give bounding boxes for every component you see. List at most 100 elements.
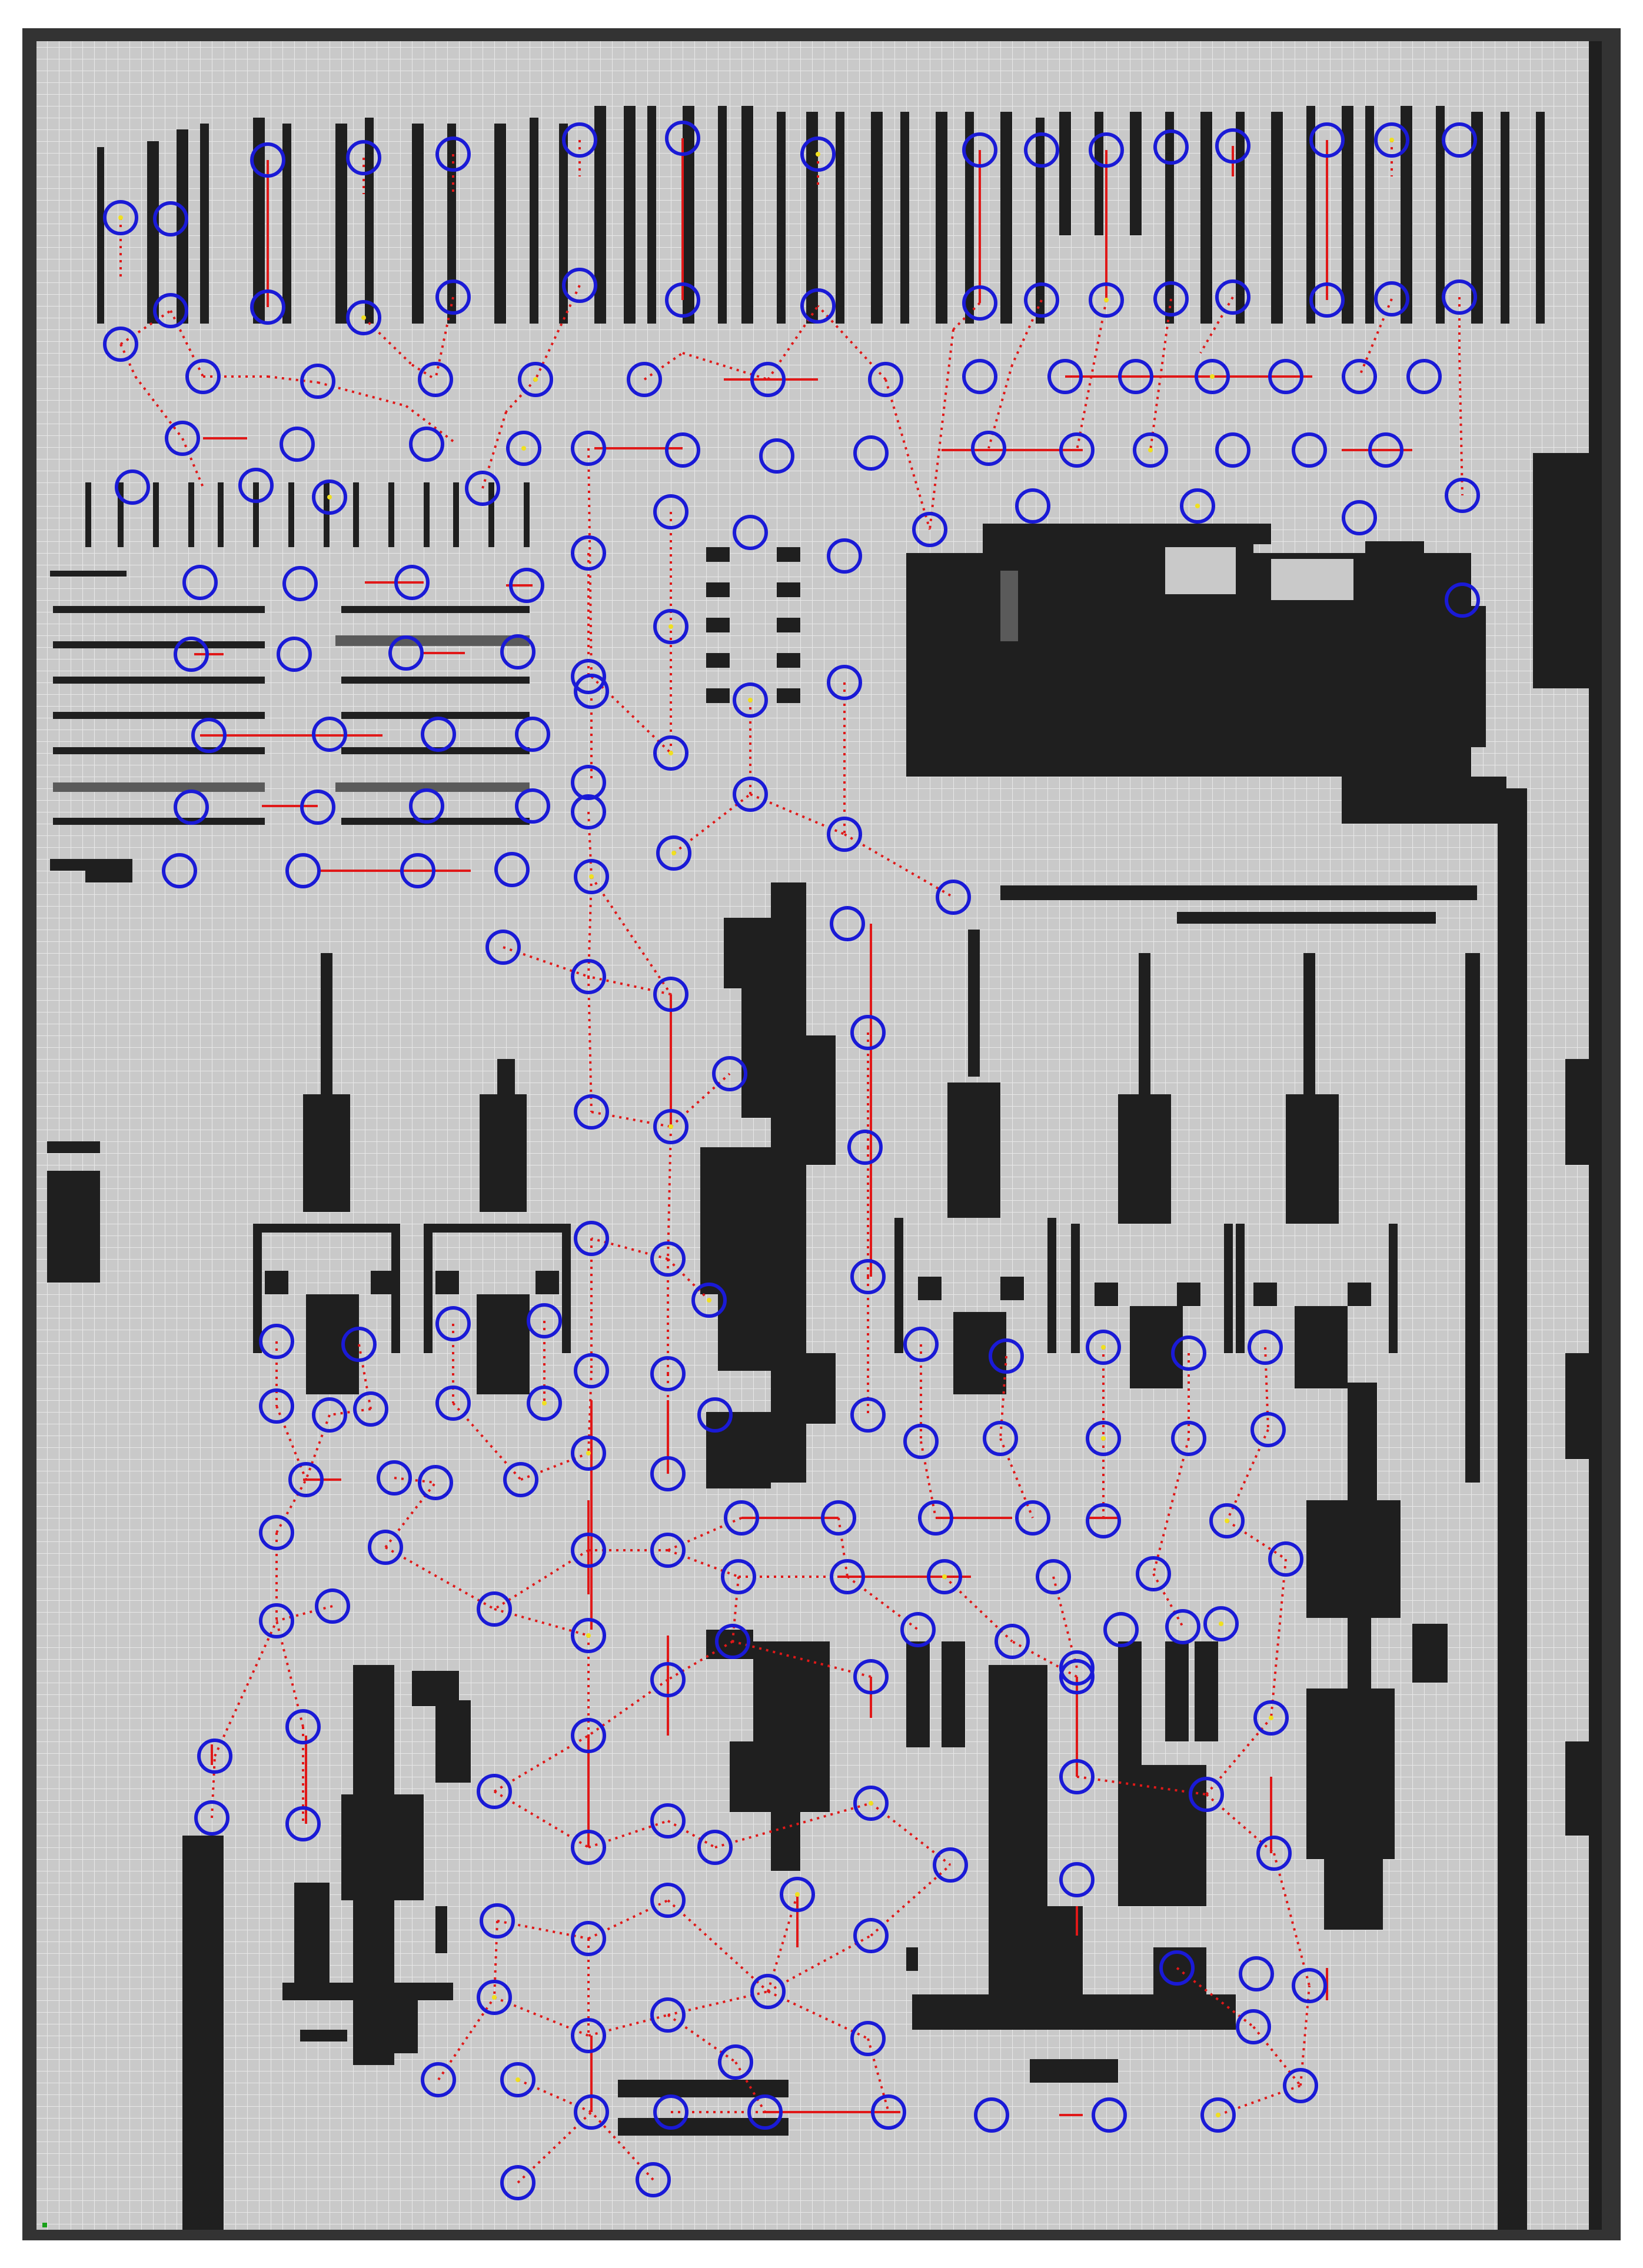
roadmap-node[interactable]	[962, 359, 997, 394]
roadmap-node[interactable]	[571, 1921, 606, 1956]
roadmap-node[interactable]	[718, 2044, 753, 2080]
roadmap-node[interactable]	[250, 289, 285, 325]
roadmap-node[interactable]	[847, 1130, 883, 1165]
roadmap-node[interactable]	[1089, 282, 1124, 318]
roadmap-node[interactable]	[1180, 488, 1215, 524]
roadmap-node[interactable]	[1195, 359, 1230, 394]
roadmap-node[interactable]	[103, 200, 138, 235]
roadmap-node[interactable]	[1215, 128, 1250, 164]
roadmap-node[interactable]	[238, 468, 274, 503]
roadmap-node[interactable]	[918, 1500, 953, 1536]
roadmap-node[interactable]	[571, 959, 606, 994]
roadmap-node[interactable]	[1118, 359, 1153, 394]
roadmap-node[interactable]	[1153, 129, 1189, 165]
roadmap-node[interactable]	[1268, 359, 1303, 394]
roadmap-node[interactable]	[494, 852, 530, 887]
roadmap-node[interactable]	[1024, 132, 1059, 168]
roadmap-node[interactable]	[1153, 281, 1189, 317]
roadmap-node[interactable]	[341, 1327, 377, 1362]
roadmap-node[interactable]	[830, 1559, 865, 1594]
roadmap-node[interactable]	[733, 682, 768, 718]
roadmap-node[interactable]	[418, 1465, 453, 1500]
roadmap-node[interactable]	[627, 362, 662, 397]
roadmap-node[interactable]	[312, 717, 347, 752]
roadmap-node[interactable]	[650, 1803, 686, 1839]
roadmap-node[interactable]	[665, 121, 700, 156]
roadmap-node[interactable]	[1292, 432, 1327, 468]
roadmap-node[interactable]	[827, 538, 862, 574]
roadmap-node[interactable]	[477, 1591, 512, 1627]
roadmap-node[interactable]	[721, 1559, 756, 1594]
roadmap-node[interactable]	[353, 1391, 388, 1427]
roadmap-node[interactable]	[280, 427, 315, 462]
roadmap-node[interactable]	[1200, 2097, 1236, 2133]
roadmap-node[interactable]	[574, 1094, 609, 1130]
roadmap-node[interactable]	[418, 362, 453, 397]
roadmap-node[interactable]	[653, 1109, 689, 1144]
roadmap-node[interactable]	[1171, 1336, 1206, 1371]
roadmap-node[interactable]	[1059, 1862, 1095, 1897]
roadmap-node[interactable]	[850, 1259, 886, 1294]
roadmap-node[interactable]	[1445, 478, 1480, 513]
roadmap-node[interactable]	[697, 1397, 733, 1433]
roadmap-node[interactable]	[368, 1530, 403, 1565]
roadmap-node[interactable]	[759, 438, 794, 474]
roadmap-node[interactable]	[346, 140, 381, 175]
roadmap-node[interactable]	[653, 494, 689, 529]
roadmap-node[interactable]	[853, 1918, 889, 1953]
roadmap-node[interactable]	[974, 2097, 1009, 2133]
roadmap-node[interactable]	[153, 201, 188, 237]
roadmap-node[interactable]	[400, 853, 435, 888]
roadmap-node[interactable]	[191, 718, 227, 753]
roadmap-node[interactable]	[1406, 359, 1442, 394]
roadmap-node[interactable]	[850, 1397, 886, 1433]
roadmap-node[interactable]	[1059, 432, 1095, 468]
roadmap-node[interactable]	[821, 1500, 856, 1536]
roadmap-node[interactable]	[850, 1015, 886, 1050]
roadmap-node[interactable]	[1089, 132, 1124, 168]
roadmap-node[interactable]	[750, 1974, 786, 2009]
roadmap-node[interactable]	[827, 817, 862, 852]
roadmap-node[interactable]	[933, 1847, 968, 1883]
roadmap-node[interactable]	[574, 2094, 609, 2130]
roadmap-node[interactable]	[962, 285, 997, 321]
roadmap-node[interactable]	[153, 293, 188, 328]
roadmap-node[interactable]	[435, 279, 471, 315]
roadmap-node[interactable]	[1256, 1836, 1292, 1871]
roadmap-node[interactable]	[500, 2062, 536, 2097]
roadmap-node[interactable]	[300, 364, 335, 399]
roadmap-node[interactable]	[1015, 488, 1050, 524]
roadmap-node[interactable]	[747, 2094, 783, 2130]
roadmap-node[interactable]	[285, 853, 321, 888]
roadmap-node[interactable]	[780, 1877, 815, 1912]
roadmap-node[interactable]	[562, 268, 597, 303]
roadmap-node[interactable]	[653, 609, 689, 644]
roadmap-node[interactable]	[650, 1356, 686, 1391]
roadmap-node[interactable]	[715, 1624, 750, 1659]
roadmap-node[interactable]	[285, 1709, 321, 1744]
roadmap-node[interactable]	[1171, 1421, 1206, 1456]
roadmap-node[interactable]	[656, 835, 691, 871]
roadmap-node[interactable]	[527, 1386, 562, 1421]
roadmap-node[interactable]	[1309, 122, 1345, 158]
roadmap-node[interactable]	[1189, 1777, 1224, 1812]
roadmap-node[interactable]	[665, 432, 700, 468]
roadmap-node[interactable]	[868, 362, 903, 397]
roadmap-node[interactable]	[571, 535, 606, 571]
roadmap-node[interactable]	[650, 1662, 686, 1697]
roadmap-node[interactable]	[650, 1883, 686, 1918]
roadmap-node[interactable]	[830, 906, 865, 941]
roadmap-node[interactable]	[853, 1659, 889, 1694]
roadmap-node[interactable]	[103, 327, 138, 362]
roadmap-node[interactable]	[300, 790, 335, 825]
roadmap-node[interactable]	[571, 1830, 606, 1865]
roadmap-node[interactable]	[1047, 359, 1083, 394]
roadmap-node[interactable]	[1203, 1606, 1239, 1641]
roadmap-node[interactable]	[1442, 122, 1477, 158]
roadmap-node[interactable]	[653, 735, 689, 771]
roadmap-node[interactable]	[1036, 1559, 1071, 1594]
roadmap-node[interactable]	[650, 1456, 686, 1491]
roadmap-node[interactable]	[174, 790, 209, 825]
roadmap-node[interactable]	[259, 1603, 294, 1638]
